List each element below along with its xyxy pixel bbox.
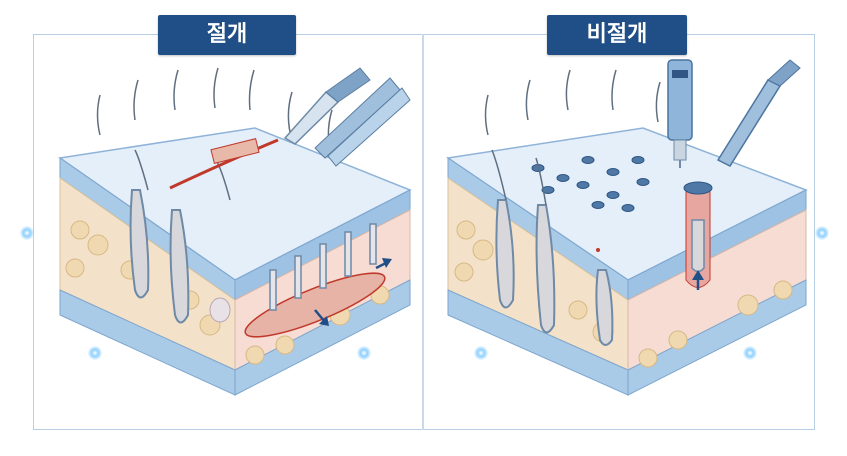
glow-dot [88, 346, 102, 360]
surface-hairs [96, 67, 333, 201]
blood-dot [596, 248, 600, 252]
punch-tool-icon [667, 59, 693, 168]
punch-holes [531, 156, 650, 212]
hair-follicles [129, 189, 190, 324]
arrow-right-icon [375, 258, 392, 270]
non-incision-title: 비절개 [547, 15, 687, 55]
implanted-graft [691, 219, 705, 273]
glow-dot [815, 226, 829, 240]
forceps-icon [314, 77, 411, 167]
implant-site [683, 181, 713, 195]
surface-hairs [484, 69, 661, 206]
arrow-up-icon [692, 270, 704, 290]
donor-strip [244, 272, 386, 338]
incision-method-panel [40, 40, 420, 428]
glow-dot [357, 346, 371, 360]
glow-dot [743, 346, 757, 360]
non-incision-skin-diagram [445, 59, 808, 396]
incision-skin-diagram [58, 67, 412, 396]
panel-divider [422, 34, 424, 430]
glow-dot [20, 226, 34, 240]
incision-title: 절개 [158, 15, 296, 55]
base-layer-right [234, 279, 411, 396]
strip-follicles [269, 223, 377, 311]
sebaceous-gland [209, 297, 231, 323]
hair-follicles [495, 199, 614, 346]
scalpel-icon [283, 67, 371, 145]
implanter-icon [716, 59, 801, 167]
non-incision-method-panel [428, 40, 813, 428]
glow-dot [474, 346, 488, 360]
excised-skin-strip [210, 138, 260, 164]
arrow-down-right-icon [314, 309, 329, 326]
incision-line [169, 138, 279, 190]
fat-cells [454, 220, 793, 368]
